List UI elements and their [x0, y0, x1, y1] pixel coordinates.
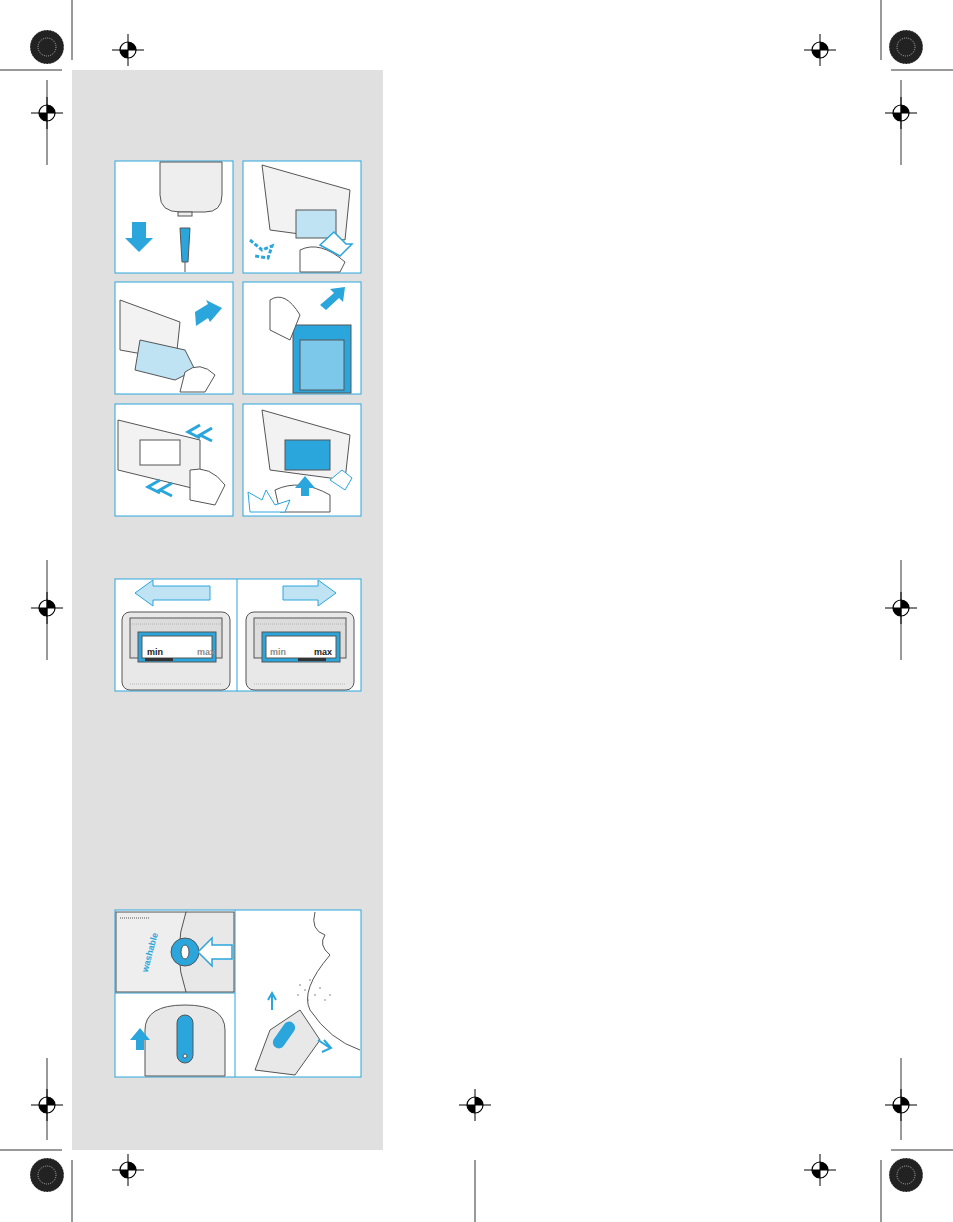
scale-label: min [147, 648, 163, 657]
scale-label: min [270, 648, 286, 657]
scale-label: max [314, 648, 332, 657]
scale-label: max [197, 648, 215, 657]
